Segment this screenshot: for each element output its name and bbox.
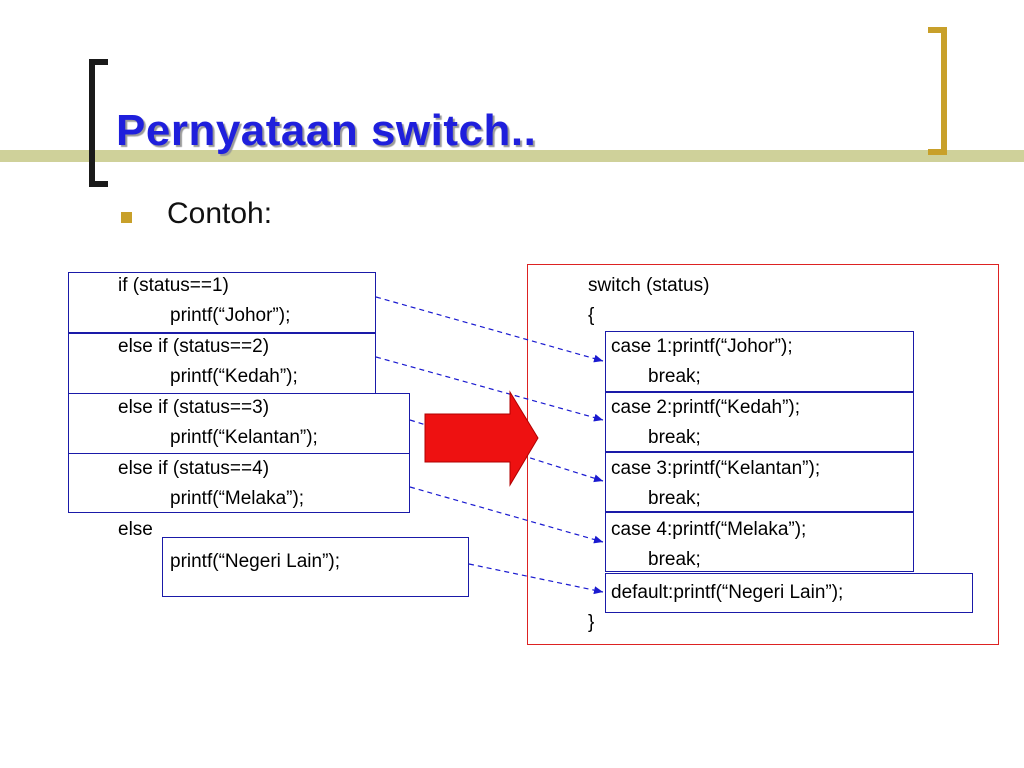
if-line-10: printf(“Negeri Lain”);: [170, 551, 340, 572]
if-line-3: else if (status==2): [118, 336, 270, 357]
if-box-1: [68, 272, 376, 333]
red-arrow: [424, 390, 539, 487]
case-box-3: [605, 452, 914, 512]
if-line-1: if (status==1): [118, 275, 229, 296]
else-box: [162, 537, 469, 597]
case-box-1: [605, 331, 914, 392]
default-box: [605, 573, 973, 613]
case-2-break: break;: [648, 427, 701, 448]
connector-5: [468, 563, 604, 595]
left-bracket: [89, 59, 108, 187]
switch-head: switch (status): [588, 275, 710, 296]
case-2-line: case 2:printf(“Kedah”);: [611, 397, 801, 418]
case-3-line: case 3:printf(“Kelantan”);: [611, 458, 821, 479]
switch-open-brace: {: [588, 305, 595, 326]
case-box-4: [605, 512, 914, 572]
case-box-2: [605, 392, 914, 452]
if-box-4: [68, 453, 410, 513]
if-line-6: printf(“Kelantan”);: [170, 427, 318, 448]
switch-close-brace: }: [588, 612, 595, 633]
if-line-2: printf(“Johor”);: [170, 305, 291, 326]
default-line: default:printf(“Negeri Lain”);: [611, 582, 844, 603]
case-4-line: case 4:printf(“Melaka”);: [611, 519, 807, 540]
case-1-break: break;: [648, 366, 701, 387]
case-3-break: break;: [648, 488, 701, 509]
title-bar: [0, 150, 1024, 162]
bullet-text: Contoh:: [167, 197, 273, 230]
if-line-7: else if (status==4): [118, 458, 270, 479]
connector-2: [375, 356, 604, 422]
bullet-square-icon: [121, 212, 132, 223]
case-4-break: break;: [648, 549, 701, 570]
if-line-8: printf(“Melaka”);: [170, 488, 305, 509]
connector-1: [375, 296, 604, 363]
right-bracket: [928, 27, 947, 155]
if-line-9: else: [118, 519, 153, 540]
slide-title: Pernyataan switch..: [116, 106, 537, 155]
if-line-5: else if (status==3): [118, 397, 270, 418]
connector-4: [409, 486, 604, 544]
if-line-4: printf(“Kedah”);: [170, 366, 298, 387]
case-1-line: case 1:printf(“Johor”);: [611, 336, 793, 357]
